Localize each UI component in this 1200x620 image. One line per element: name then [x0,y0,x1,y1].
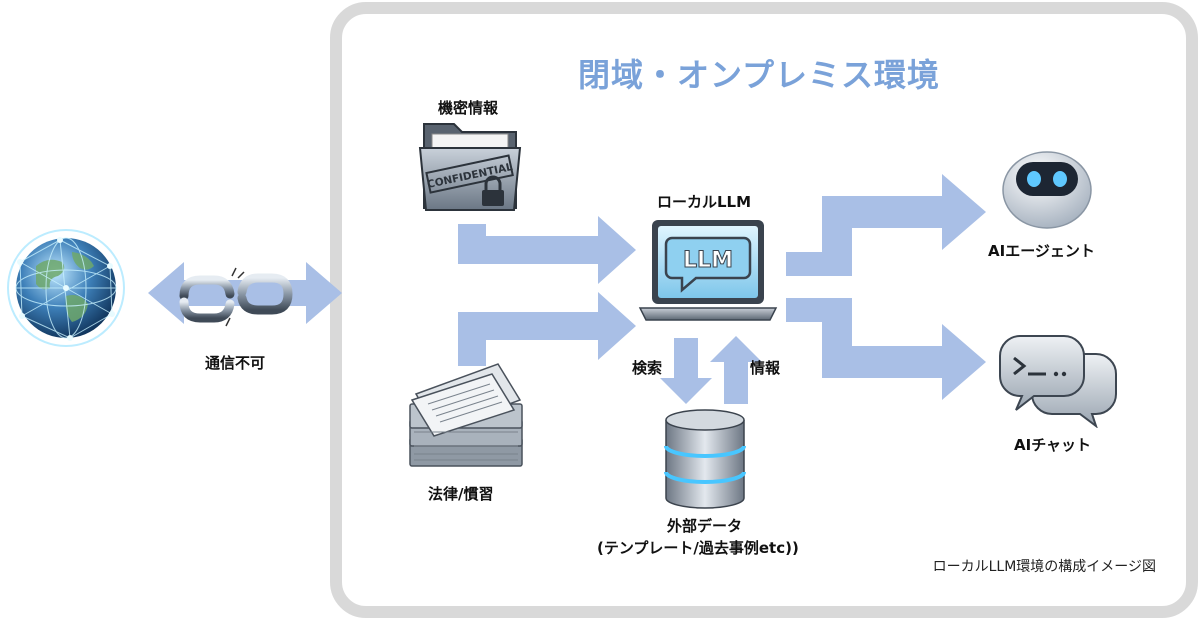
arrow-law-to-llm [458,292,636,366]
arrow-search-down [660,338,712,404]
llm-label: ローカルLLM [657,193,752,211]
law-label: 法律/慣習 [428,485,494,503]
arrow-llm-to-agent [786,174,986,276]
external-data-label-line1: 外部データ [667,517,743,535]
arrow-confidential-to-llm [458,216,636,284]
arrow-info-up [710,336,762,404]
network-label: 通信不可 [205,354,266,372]
chat-label: AIチャット [1014,436,1092,454]
info-arrow-label: 情報 [750,359,781,377]
external-data-label-line2: (テンプレート/過去事例etc)) [597,539,799,557]
document-stack-icon [409,363,523,467]
agent-label: AIエージェント [988,242,1095,260]
confidential-folder-icon: CONFIDENTIAL [418,123,522,211]
arrow-llm-to-chat [786,298,986,400]
laptop-llm-icon: LLM [638,220,778,321]
llm-screen-text: LLM [683,248,733,273]
confidential-label: 機密情報 [438,99,499,117]
robot-agent-icon [1002,151,1092,229]
chat-bubbles-icon [999,335,1117,428]
diagram-caption: ローカルLLM環境の構成イメージ図 [932,559,1156,575]
search-arrow-label: 検索 [632,359,663,377]
diagram-title: 閉域・オンプレミス環境 [578,56,941,94]
database-icon [664,409,746,509]
broken-chain-icon [179,267,293,327]
globe-network-icon [7,229,125,347]
